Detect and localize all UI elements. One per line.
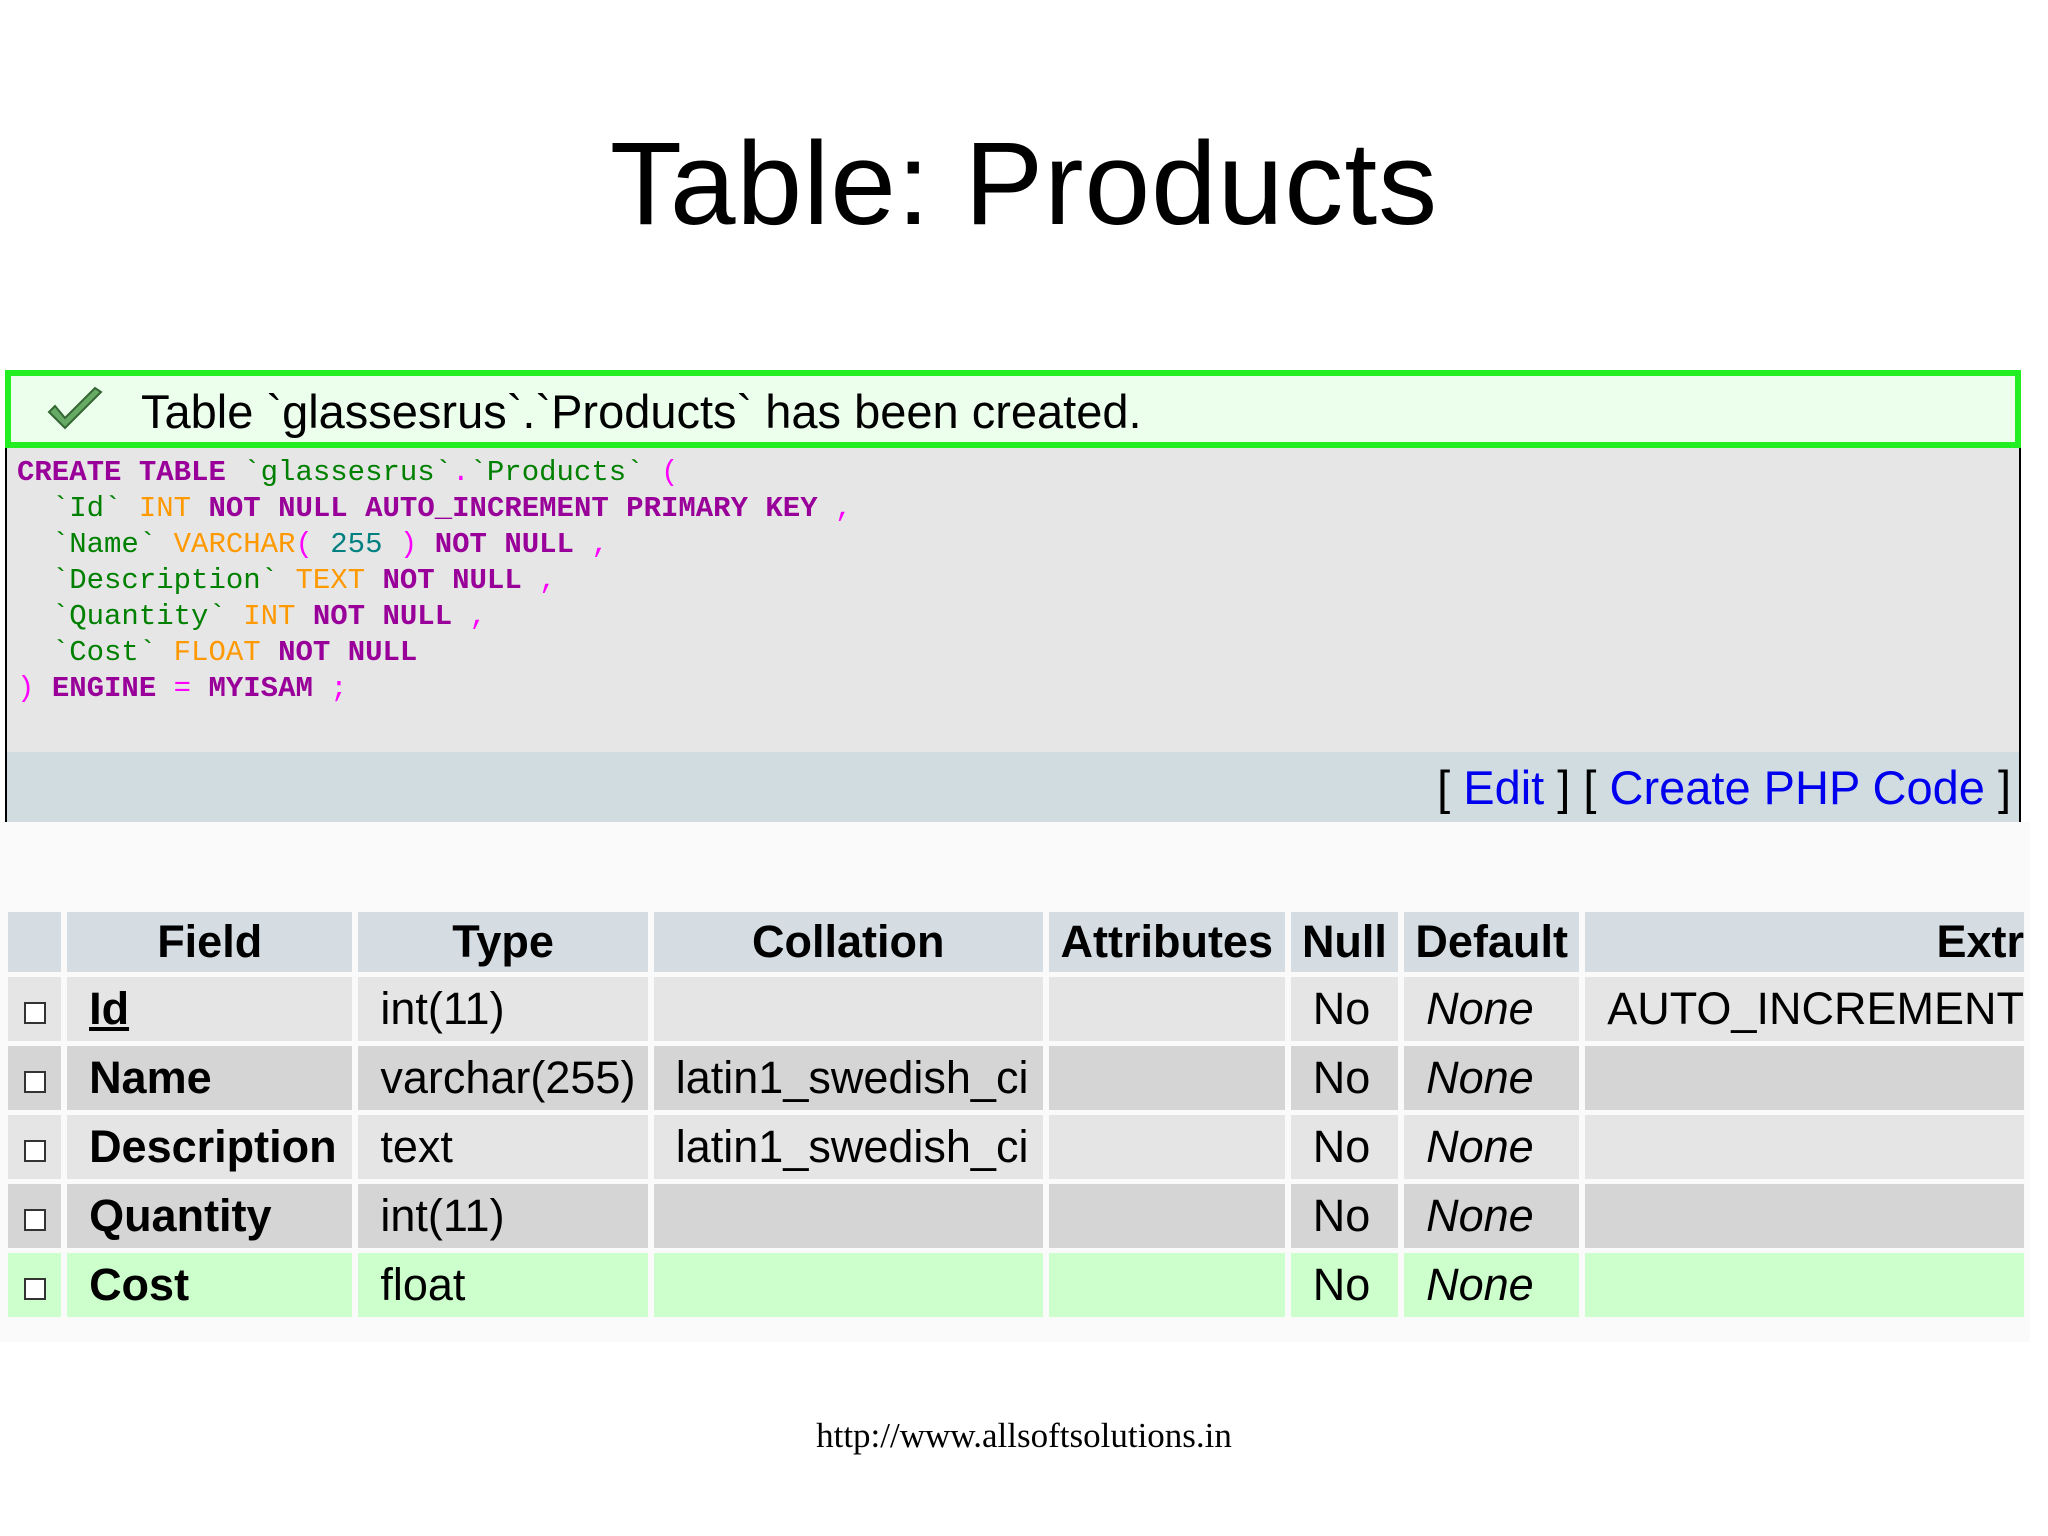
row-select-cell (8, 1184, 62, 1248)
table-row[interactable]: Quantity int(11) No None (8, 1184, 2024, 1248)
checkmark-icon (47, 386, 103, 430)
table-row[interactable]: Name varchar(255) latin1_swedish_ci No N… (8, 1046, 2024, 1110)
field-name: Cost (67, 1253, 353, 1317)
header-collation[interactable]: Collation (653, 912, 1043, 972)
row-checkbox[interactable] (23, 1209, 46, 1231)
table-row[interactable]: Description text latin1_swedish_ci No No… (8, 1115, 2024, 1179)
header-row: Field Type Collation Attributes Null Def… (8, 912, 2024, 972)
field-attributes (1048, 1184, 1285, 1248)
field-collation (653, 977, 1043, 1041)
success-message-text: Table `glassesrus`.`Products` has been c… (141, 385, 1142, 438)
field-attributes (1048, 1046, 1285, 1110)
field-name: Name (67, 1046, 353, 1110)
sql-query: CREATE TABLE `glassesrus`.`Products` ( `… (17, 456, 853, 705)
field-type: text (358, 1115, 648, 1179)
field-attributes (1048, 977, 1285, 1041)
slide-title: Table: Products (609, 118, 1439, 250)
field-extra (1585, 1253, 2024, 1317)
edit-link[interactable]: Edit (1463, 761, 1545, 814)
field-default: None (1404, 1115, 1580, 1179)
structure-table: Field Type Collation Attributes Null Def… (8, 912, 2030, 1322)
field-collation (653, 1184, 1043, 1248)
header-default[interactable]: Default (1404, 912, 1580, 972)
row-select-cell (8, 977, 62, 1041)
field-null: No (1290, 1253, 1399, 1317)
footer-url: http://www.allsoftsolutions.in (816, 1416, 1232, 1455)
field-null: No (1290, 1184, 1399, 1248)
query-result-panel: Table `glassesrus`.`Products` has been c… (5, 370, 2021, 822)
row-select-cell (8, 1253, 62, 1317)
field-extra (1585, 1115, 2024, 1179)
field-attributes (1048, 1115, 1285, 1179)
header-select (8, 912, 62, 972)
table-row[interactable]: Id int(11) No None AUTO_INCREMENT (8, 977, 2024, 1041)
header-extra[interactable]: Extr (1585, 912, 2024, 972)
row-select-cell (8, 1046, 62, 1110)
table-structure: Field Type Collation Attributes Null Def… (8, 912, 2030, 1332)
row-checkbox[interactable] (23, 1140, 46, 1162)
field-attributes (1048, 1253, 1285, 1317)
field-extra (1585, 1184, 2024, 1248)
field-null: No (1290, 1115, 1399, 1179)
field-name: Description (67, 1115, 353, 1179)
field-null: No (1290, 977, 1399, 1041)
field-type: int(11) (358, 1184, 648, 1248)
field-extra: AUTO_INCREMENT (1585, 977, 2024, 1041)
row-checkbox[interactable] (23, 1071, 46, 1093)
query-actions-bar: [ Edit ] [ Create PHP Code ] (7, 752, 2019, 822)
field-default: None (1404, 977, 1580, 1041)
field-type: varchar(255) (358, 1046, 648, 1110)
row-checkbox[interactable] (23, 1002, 46, 1024)
field-type: int(11) (358, 977, 648, 1041)
header-null[interactable]: Null (1290, 912, 1399, 972)
field-null: No (1290, 1046, 1399, 1110)
query-actions: [ Edit ] [ Create PHP Code ] (1437, 761, 2011, 814)
create-php-code-link[interactable]: Create PHP Code (1609, 761, 1985, 814)
field-extra (1585, 1046, 2024, 1110)
row-checkbox[interactable] (23, 1278, 46, 1300)
field-collation (653, 1253, 1043, 1317)
field-name: Quantity (67, 1184, 353, 1248)
table-row-highlighted[interactable]: Cost float No None (8, 1253, 2024, 1317)
field-default: None (1404, 1046, 1580, 1110)
header-attributes[interactable]: Attributes (1048, 912, 1285, 972)
success-message: Table `glassesrus`.`Products` has been c… (5, 370, 2021, 448)
header-field[interactable]: Field (67, 912, 353, 972)
field-collation: latin1_swedish_ci (653, 1115, 1043, 1179)
field-collation: latin1_swedish_ci (653, 1046, 1043, 1110)
field-default: None (1404, 1184, 1580, 1248)
field-default: None (1404, 1253, 1580, 1317)
field-name-link[interactable]: Id (67, 977, 353, 1041)
field-type: float (358, 1253, 648, 1317)
header-type[interactable]: Type (358, 912, 648, 972)
row-select-cell (8, 1115, 62, 1179)
